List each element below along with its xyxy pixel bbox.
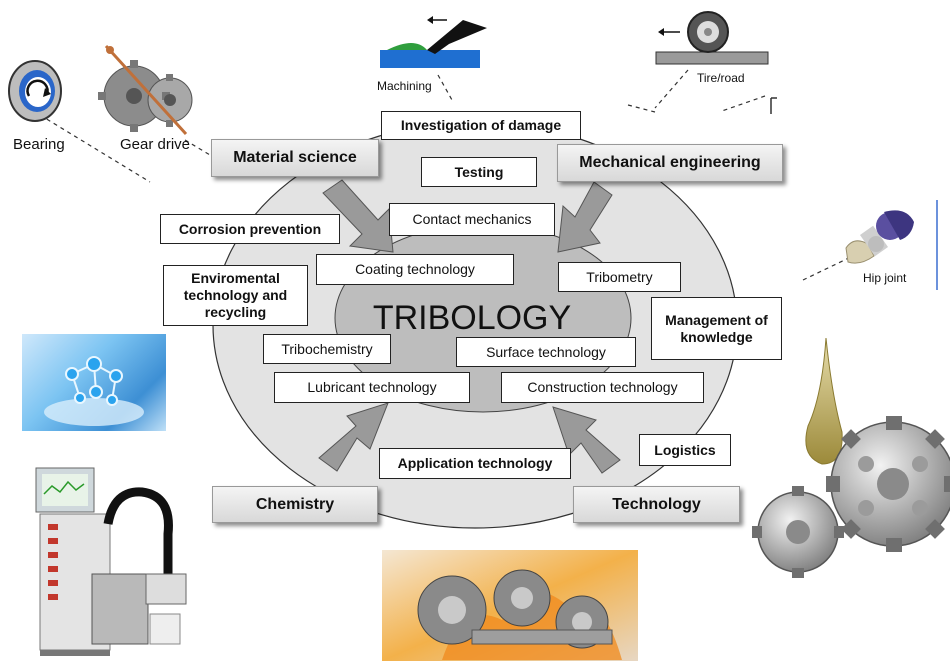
topic-coating-technology: Coating technology (316, 254, 514, 285)
label-gear-drive: Gear drive (120, 136, 191, 153)
topic-logistics: Logistics (639, 434, 731, 466)
molecule-hands-photo (22, 334, 166, 431)
field-chemistry: Chemistry (212, 486, 378, 523)
topic-surface-technology: Surface technology (456, 337, 636, 367)
topic-contact-mechanics: Contact mechanics (389, 203, 555, 236)
molecule-icon (44, 356, 144, 426)
topic-construction-technology: Construction technology (501, 372, 704, 403)
label-hip-joint: Hip joint (863, 271, 907, 285)
tribometer-instrument-photo (35, 467, 187, 656)
label-tire-road: Tire/road (697, 71, 745, 85)
tire-road-icon (655, 11, 769, 65)
topic-management-of-knowledge: Management of knowledge (651, 297, 782, 360)
topic-tribometry: Tribometry (558, 262, 681, 292)
label-bearing: Bearing (13, 136, 65, 153)
topic-corrosion-prevention: Corrosion prevention (160, 214, 340, 244)
field-technology: Technology (573, 486, 740, 523)
label-machining: Machining (377, 79, 432, 93)
topic-environmental-technology: Enviromental technology and recycling (163, 265, 308, 326)
arrow-technology (552, 406, 621, 474)
bearing-icon (8, 60, 62, 122)
arrow-chemistry (318, 402, 389, 472)
center-title: TRIBOLOGY (373, 299, 571, 337)
hip-joint-icon (845, 210, 914, 264)
topic-investigation-of-damage: Investigation of damage (381, 111, 581, 140)
gear-drive-icon (98, 44, 193, 136)
oil-drop-gears-photo (752, 337, 950, 578)
machining-icon (380, 16, 487, 68)
topic-lubricant-technology: Lubricant technology (274, 372, 470, 403)
connector-lines (39, 69, 856, 281)
topic-tribochemistry: Tribochemistry (263, 334, 391, 364)
field-mechanical-engineering: Mechanical engineering (557, 144, 783, 182)
arrow-mechanical-engineering (557, 181, 613, 253)
field-material-science: Material science (211, 139, 379, 177)
gears-fire-photo (382, 550, 638, 661)
topic-application-technology: Application technology (379, 448, 571, 479)
topic-testing: Testing (421, 157, 537, 187)
